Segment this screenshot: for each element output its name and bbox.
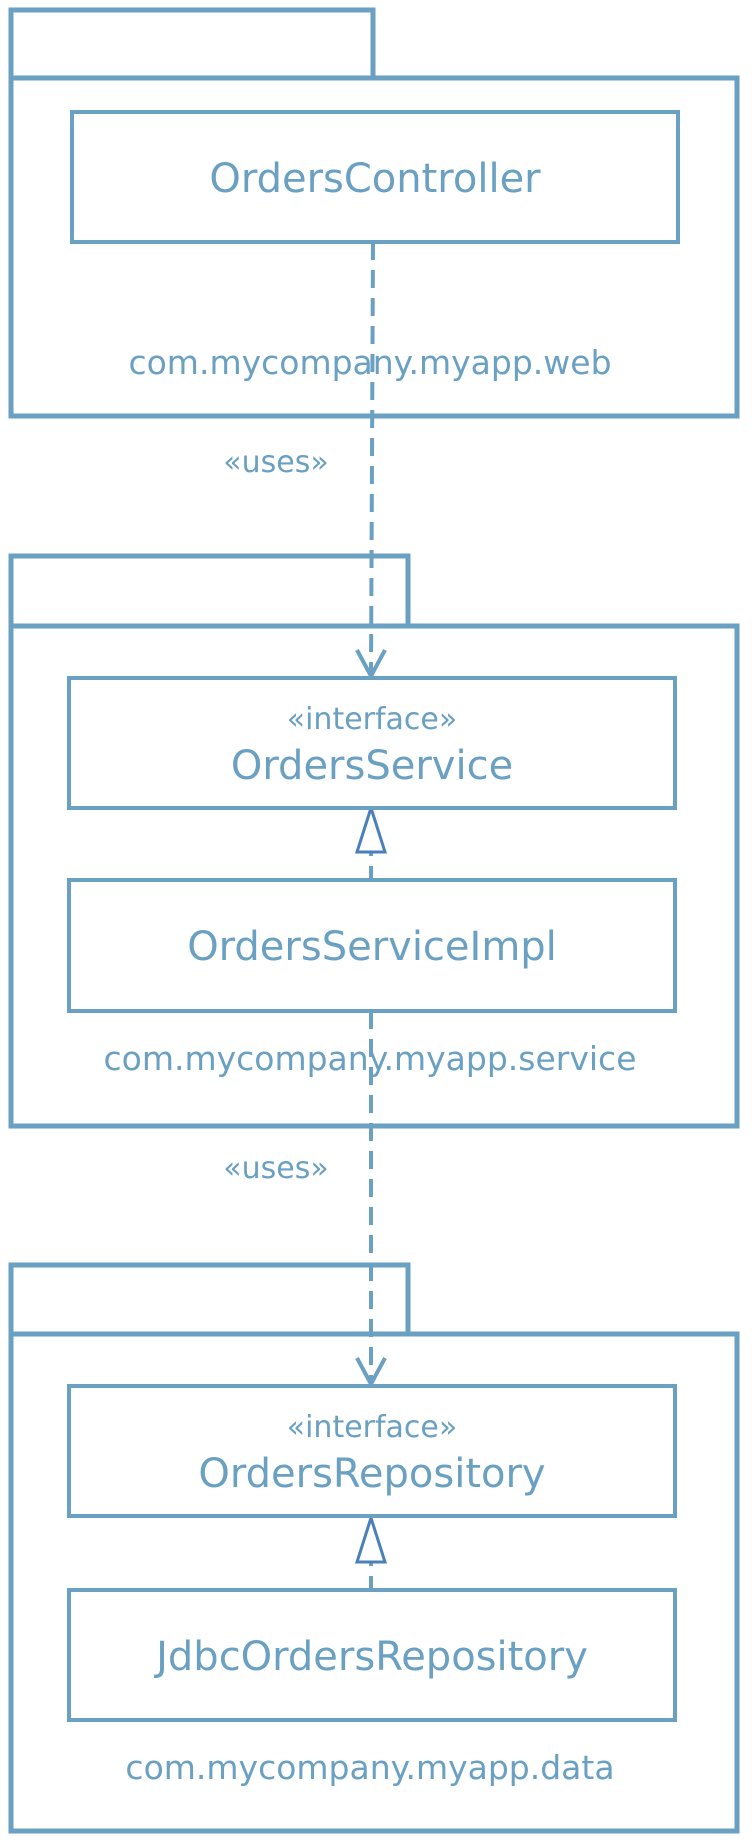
class-name: JdbcOrdersRepository [153,1634,588,1680]
interface-orders-repository: «interface» OrdersRepository [67,1384,677,1518]
interface-name: OrdersService [231,743,513,789]
class-orders-controller: OrdersController [70,110,680,244]
package-data-label: com.mycompany.myapp.data [125,1748,614,1787]
dependency-label-uses: «uses» [223,445,328,480]
interface-stereotype: «interface» [287,702,458,737]
realization-service [354,803,388,880]
triangle-arrowhead-icon [354,803,388,854]
class-jdbc-orders-repository: JdbcOrdersRepository [67,1588,677,1722]
dependency-line [369,241,375,673]
interface-box [67,676,677,810]
package-data-body [8,1331,740,1834]
triangle-arrowhead-icon [354,1513,388,1564]
class-name: OrdersController [209,156,541,202]
class-box [67,1588,677,1722]
package-web-label: com.mycompany.myapp.web [128,343,611,382]
package-service-tab [8,553,411,626]
class-orders-service-impl: OrdersServiceImpl [67,878,677,1013]
package-service-body [8,623,740,1129]
class-box [70,110,680,244]
class-name: OrdersServiceImpl [187,924,557,970]
realization-data [354,1513,388,1590]
dependency-web-to-service: «uses» [223,241,387,681]
interface-stereotype: «interface» [287,1410,458,1445]
package-data-tab [8,1262,411,1334]
dependency-label-uses: «uses» [223,1151,328,1186]
interface-box [67,1384,677,1518]
interface-name: OrdersRepository [198,1451,545,1497]
interface-orders-service: «interface» OrdersService [67,676,677,810]
package-data: com.mycompany.myapp.data [8,1262,740,1834]
package-web-tab [8,7,376,78]
class-box [67,878,677,1013]
